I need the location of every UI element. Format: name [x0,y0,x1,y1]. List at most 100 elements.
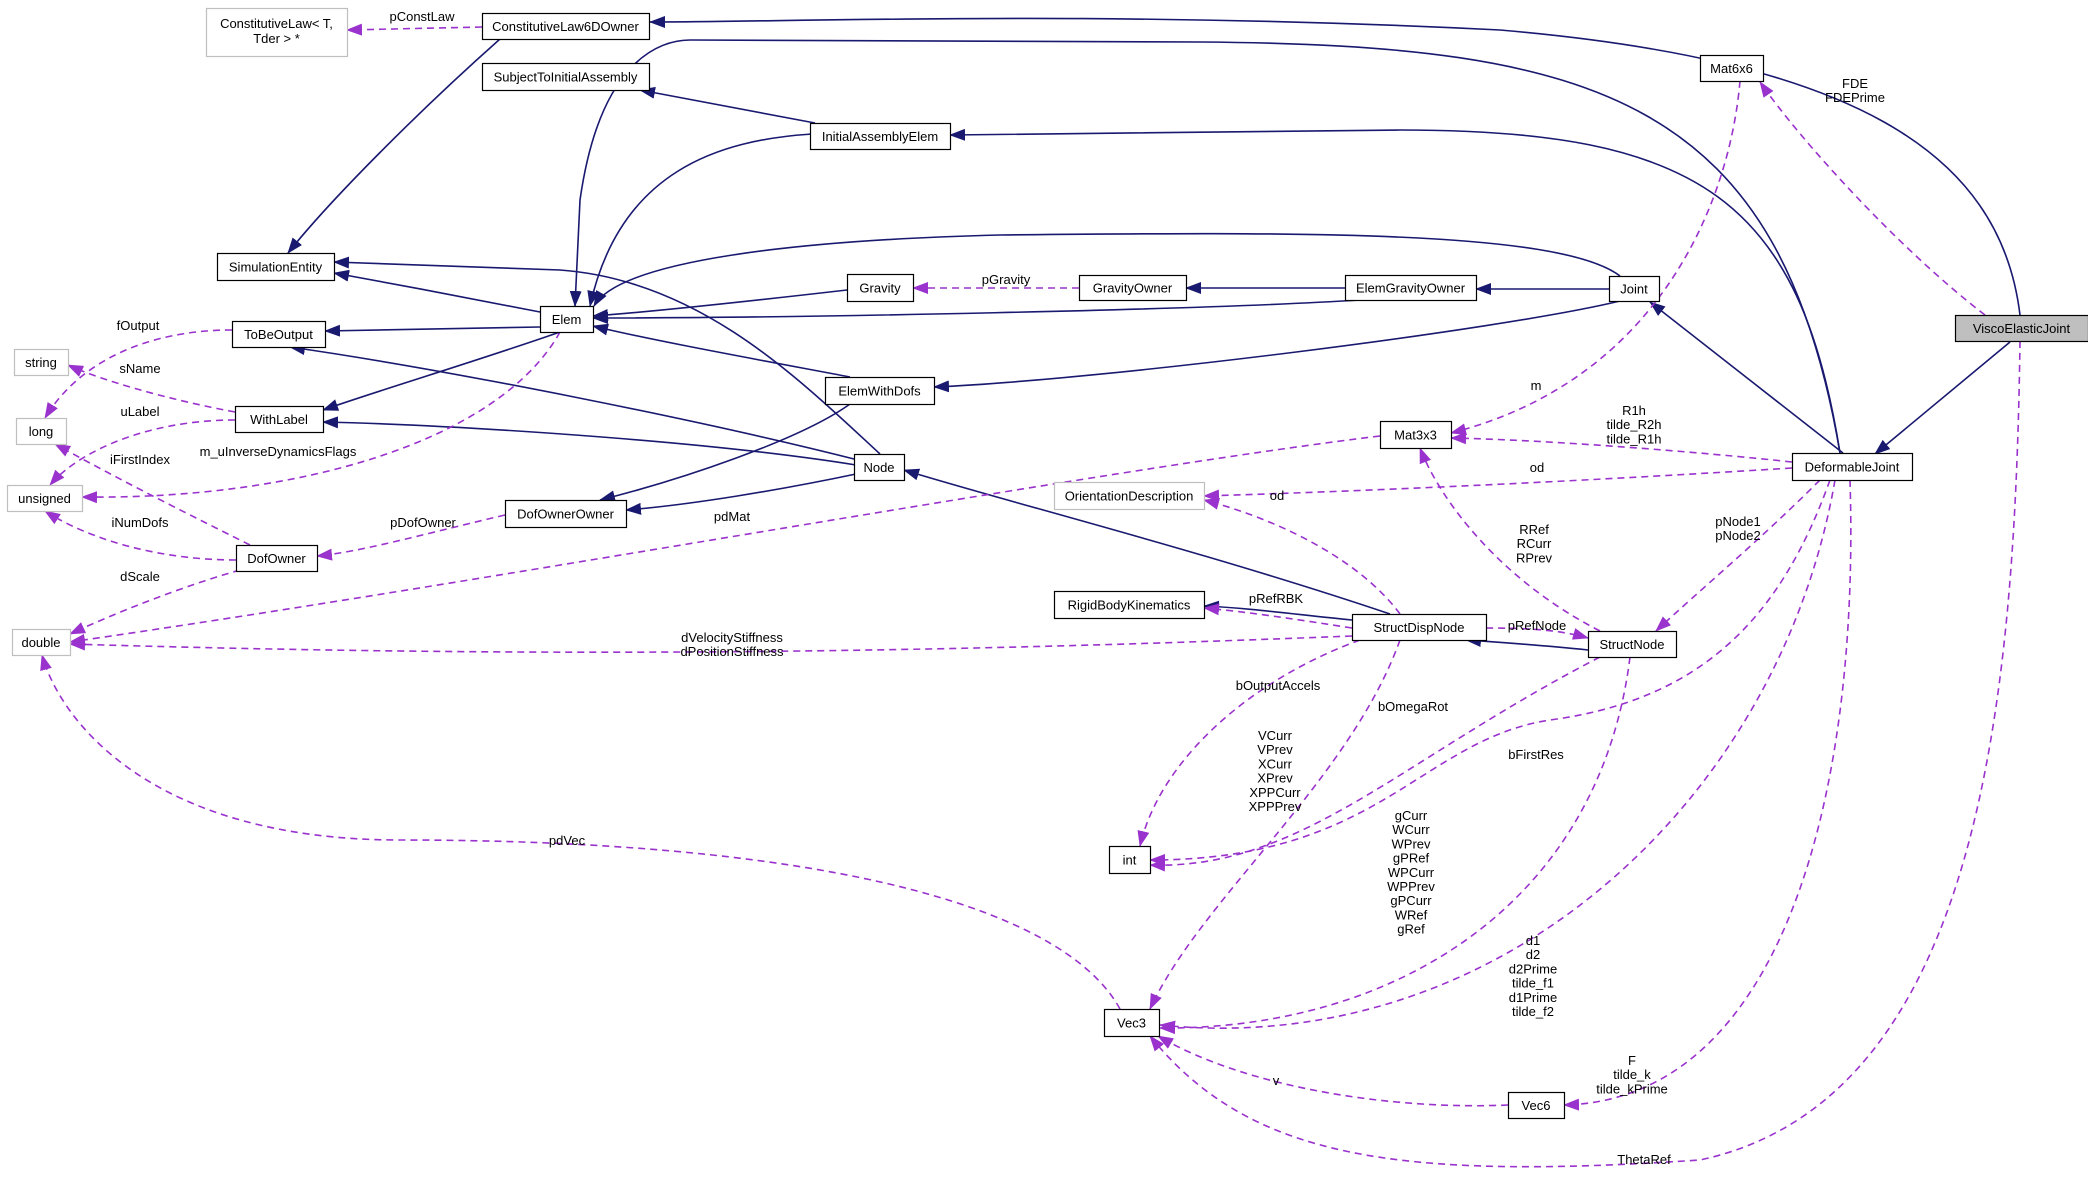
edge-label-ifirstindex: iFirstIndex [110,452,170,467]
inheritance-edge-gravity-elem [593,290,847,316]
edge-label-m: m [1531,378,1542,393]
class-node-initialassemblyelem[interactable]: InitialAssemblyElem [811,124,951,150]
edge-label-boutputaccels: bOutputAccels [1236,678,1321,693]
edge-label-d1: d1Prime [1509,990,1557,1005]
class-node-elem[interactable]: Elem [541,307,594,333]
class-node-label: Mat3x3 [1394,428,1437,443]
edge-label-v: v [1273,1073,1280,1088]
class-node-label: string [25,355,57,370]
class-node-subjecttoinitialassembly[interactable]: SubjectToInitialAssembly [483,64,650,91]
class-node-mat6x6[interactable]: Mat6x6 [1701,56,1764,82]
inheritance-edge-viscoelasticjoint-deformablejoint [1875,342,2010,454]
inheritance-edge-constitutivelaw6downer-simulationentity [288,39,500,253]
class-node-viscoelasticjoint[interactable]: ViscoElasticJoint [1956,316,2088,342]
edge-label-rref: RCurr [1517,536,1552,551]
class-node-label: unsigned [18,491,71,506]
edge-label-od2: od [1270,488,1284,503]
edge-label-r1h: tilde_R1h [1607,431,1662,446]
class-node-dofownerowner[interactable]: DofOwnerOwner [506,501,627,528]
edge-label-gcurr: gPRef [1393,851,1430,866]
edge-label-sname: sName [119,361,160,376]
class-node-constitutivelaw[interactable]: ConstitutiveLaw< T,Tder > * [207,9,348,57]
edge-label-vcurr: XPrev [1257,771,1293,786]
edge-label-pnode: pNode1 [1715,514,1761,529]
edge-label-gcurr: gCurr [1395,808,1428,823]
class-node-constitutivelaw6downer[interactable]: ConstitutiveLaw6DOwner [483,14,650,40]
class-node-gravityowner[interactable]: GravityOwner [1080,276,1187,301]
usage-edge-deformablejoint-orientationdescription [1204,468,1792,496]
usage-edge-constitutivelaw6downer-constitutivelaw [347,27,482,30]
class-node-dofowner[interactable]: DofOwner [237,546,318,572]
edge-label-fde: FDE [1842,76,1868,91]
edge-label-d1: d1 [1526,933,1540,948]
class-node-label: DofOwnerOwner [517,507,614,522]
edge-label-foutput: fOutput [117,318,160,333]
class-node-double[interactable]: double [13,630,71,656]
edge-label-gcurr: gPCurr [1390,893,1432,908]
class-node-deformablejoint[interactable]: DeformableJoint [1793,454,1913,481]
edge-label-vcurr: XPPPrev [1249,799,1302,814]
usage-edge-structdispnode-vec3 [1150,640,1400,1009]
class-node-vec3[interactable]: Vec3 [1105,1010,1160,1037]
edge-label-gcurr: WPrev [1392,836,1432,851]
class-node-vec6[interactable]: Vec6 [1509,1093,1565,1119]
class-node-label: ConstitutiveLaw6DOwner [492,19,639,34]
inheritance-edge-joint-elemwithdofs [934,301,1620,387]
class-node-label: int [1123,853,1137,868]
class-node-label: Node [863,460,894,475]
class-node-structdispnode[interactable]: StructDispNode [1353,615,1487,641]
class-node-simulationentity[interactable]: SimulationEntity [218,254,335,281]
edge-label-prefrbk: pRefRBK [1249,591,1304,606]
class-node-orientationdescription[interactable]: OrientationDescription [1055,483,1205,510]
class-node-node[interactable]: Node [855,455,905,481]
class-node-gravity[interactable]: Gravity [848,275,914,302]
usage-edge-viscoelasticjoint-mat6x6 [1760,82,1985,315]
class-node-unsigned[interactable]: unsigned [8,486,83,512]
inheritance-edge-node-withlabel [323,422,856,465]
edge-label-d1: tilde_f2 [1512,1004,1554,1019]
class-node-elemgravityowner[interactable]: ElemGravityOwner [1346,276,1477,301]
class-node-rigidbodykinematics[interactable]: RigidBodyKinematics [1055,592,1205,619]
class-node-label: long [29,424,54,439]
class-node-elemwithdofs[interactable]: ElemWithDofs [826,378,935,405]
class-nodes: ViscoElasticJointDeformableJointJointMat… [8,9,2088,1119]
class-node-int[interactable]: int [1110,847,1151,874]
inheritance-edge-structdispnode-rigidbodykinematics [1204,606,1352,620]
edge-label-inumdofs: iNumDofs [111,515,169,530]
edge-label-gcurr: gRef [1397,922,1425,937]
edge-labels: pConstLawFDEFDEPrimepGravitymR1htilde_R2… [110,9,1885,1167]
class-node-joint[interactable]: Joint [1610,277,1660,302]
edge-label-pdvec: pdVec [549,833,586,848]
usage-edge-mat6x6-mat3x3 [1451,81,1740,433]
class-node-string[interactable]: string [15,350,69,376]
class-node-tobeoutput[interactable]: ToBeOutput [233,322,326,348]
edge-label-fde: FDEPrime [1825,90,1885,105]
edge-label-prefnode: pRefNode [1508,618,1567,633]
edge-label-vcurr: VCurr [1258,728,1293,743]
inheritance-edge-elem-tobeoutput [325,327,540,331]
inheritance-edge-elemgravityowner-elem [593,300,1360,318]
class-node-mat3x3[interactable]: Mat3x3 [1381,422,1452,449]
class-node-label: ViscoElasticJoint [1973,321,2071,336]
class-node-long[interactable]: long [17,419,67,445]
edge-label-bfirstres: bFirstRes [1508,747,1564,762]
edge-label-pdofowner: pDofOwner [390,515,456,530]
class-node-label: double [21,635,60,650]
edge-label-od1: od [1530,460,1544,475]
edge-label-ulabel: uLabel [120,404,159,419]
usage-edge-structnode-mat3x3 [1420,448,1600,631]
class-node-structnode[interactable]: StructNode [1589,632,1677,658]
class-node-label: Gravity [859,281,901,296]
edge-label-pdmat: pdMat [714,509,751,524]
edge-label-gcurr: WPPrev [1387,879,1435,894]
usage-edge-deformablejoint-structnode [1656,480,1820,631]
class-node-label: StructDispNode [1373,620,1464,635]
class-node-withlabel[interactable]: WithLabel [236,407,324,433]
edge-label-vcurr: XPPCurr [1249,785,1301,800]
class-node-label: ElemGravityOwner [1356,281,1466,296]
edge-label-pnode: pNode2 [1715,528,1761,543]
class-node-label: DofOwner [247,551,306,566]
class-node-label: OrientationDescription [1065,489,1194,504]
